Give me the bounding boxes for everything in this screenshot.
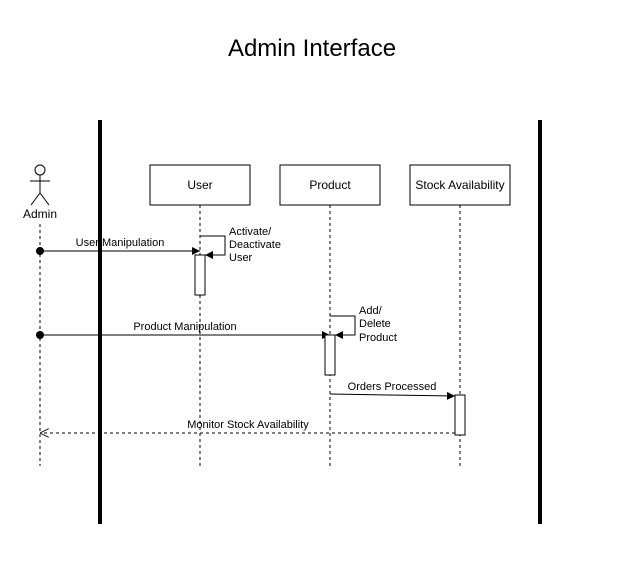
self-message-product-line-3: Product [359, 332, 397, 344]
lifeline-box-stock: Stock Availability [409, 164, 511, 206]
actor-admin-label: Admin [23, 207, 57, 221]
self-message-user-line-1: Activate/ [229, 226, 272, 238]
lifeline-product-label: Product [309, 178, 351, 192]
self-message-product-line-2: Delete [359, 318, 391, 330]
self-message-user [200, 235, 226, 259]
self-message-product [330, 315, 356, 339]
lifeline-stock-label: Stock Availability [415, 178, 504, 192]
actor-admin-icon [30, 164, 50, 206]
self-message-user-line-2: Deactivate [229, 239, 281, 251]
activation-product [324, 334, 336, 376]
self-message-product-line-1: Add/ [359, 305, 383, 317]
diagram-title: Admin Interface [228, 35, 396, 62]
message-monitor-stock-label: Monitor Stock Availability [187, 419, 309, 431]
activation-stock [454, 394, 466, 436]
message-orders-processed-label: Orders Processed [348, 381, 437, 393]
lifeline-box-user: User [149, 164, 251, 206]
activation-user [194, 254, 206, 296]
message-product-manipulation-label: Product Manipulation [133, 321, 236, 333]
lifeline-user-label: User [187, 178, 212, 192]
lifeline-box-product: Product [279, 164, 381, 206]
message-user-manipulation-label: User Manipulation [76, 237, 165, 249]
self-message-user-line-3: User [229, 252, 253, 264]
message-orders-processed [329, 391, 456, 400]
